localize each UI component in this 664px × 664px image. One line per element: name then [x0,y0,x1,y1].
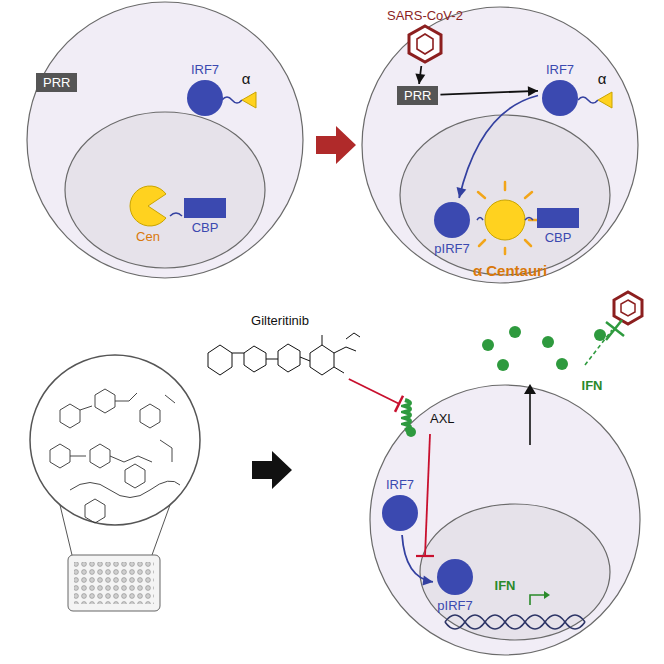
connector-line [440,91,538,95]
axl-node: AXL [401,398,455,438]
receptor-box: PRR [397,86,438,105]
text-label: α [242,70,251,87]
connector [440,86,538,96]
circ-node: pIRF7 [432,200,472,256]
arrow-head [415,73,425,84]
node-label: CBP [192,220,219,235]
connector [402,535,433,585]
rectsh-shape [183,197,227,219]
node-label: PRR [404,88,431,103]
mol-node: Gilteritinib [200,313,360,377]
connector-line [402,535,433,582]
rectsh-node: CBP [536,207,580,245]
node-label: Cen [136,229,160,244]
node-label: CBP [545,230,572,245]
text-label: α [598,70,607,87]
circ-node: IRF7 [185,62,225,118]
circ-shape [185,78,225,118]
virus-shape [405,24,445,64]
pac-node: Cen [126,184,170,244]
pac-shape [126,184,170,228]
mol-shape [200,329,360,377]
connector [457,96,538,199]
node-label: IRF7 [546,62,574,77]
circ-node: pIRF7 [435,557,475,613]
arrow-head [528,86,538,96]
circ-node: IRF7 [380,477,420,533]
node-label: PRR [43,75,70,90]
arrow-head [457,187,467,198]
node-label: SARS-CoV-2 [387,8,463,23]
receptor-box: PRR [36,73,77,92]
arrow-head [422,576,433,586]
rectsh-node: CBP [183,197,227,235]
node-label: AXL [430,411,455,426]
connector-line [349,379,399,404]
text-label: IFN [495,578,516,593]
virus-node: SARS-CoV-2 [387,8,463,64]
node-label: IRF7 [191,62,219,77]
axl-shape [401,398,429,438]
inhibit-bar [395,396,403,412]
circ-shape [435,557,475,597]
node-label: pIRF7 [434,241,469,256]
circ-shape [432,200,472,240]
text-label: α Centauri [473,262,547,279]
circ-shape [380,493,420,533]
node-label: IRF7 [386,477,414,492]
connector-line [459,96,538,199]
circ-node: IRF7 [540,62,580,118]
connector [349,379,403,412]
rectsh-shape [536,207,580,229]
text-label: IFN [582,378,603,393]
circ-shape [540,78,580,118]
connector [415,66,425,84]
node-label: pIRF7 [437,598,472,613]
node-label: Gilteritinib [251,313,309,328]
